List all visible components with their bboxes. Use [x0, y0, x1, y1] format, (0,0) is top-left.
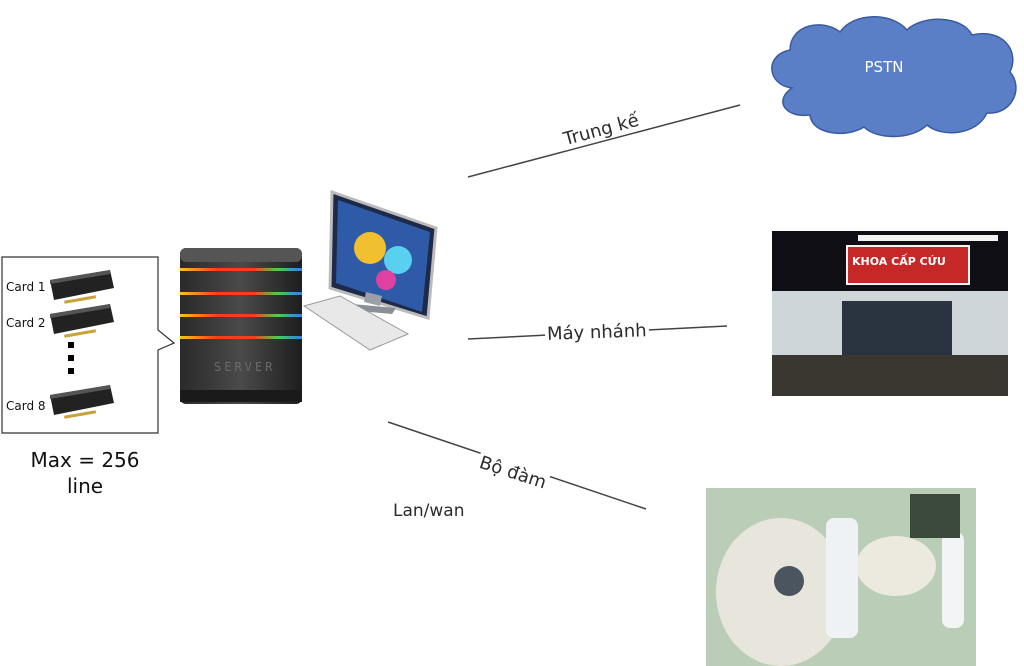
server-label: SERVER — [214, 360, 276, 374]
cloud-icon — [771, 16, 1017, 138]
ground — [772, 355, 1008, 396]
window — [910, 494, 960, 538]
building-entrance — [842, 301, 952, 355]
server-tower: SERVER — [176, 244, 306, 408]
card-1-label: Card 1 — [6, 280, 46, 294]
person-left — [826, 518, 858, 638]
hyperbaric-chamber-photo — [706, 488, 976, 666]
card-8-label: Card 8 — [6, 399, 46, 413]
ellipsis-dots — [68, 342, 74, 374]
chamber-small — [856, 536, 936, 596]
extension-label: Máy nhánh — [544, 320, 649, 345]
card-callout — [1, 256, 175, 434]
pstn-cloud: PSTN — [762, 10, 1024, 140]
trunk-line — [467, 104, 741, 178]
network-label: Lan/wan — [393, 501, 465, 521]
building-sign-text: KHOA CẤP CỨU — [852, 255, 946, 268]
capacity-line-1: Max = 256 — [30, 448, 140, 472]
capacity-line-2: line — [66, 474, 104, 498]
computer-icon — [302, 189, 438, 351]
roof-lights — [858, 235, 998, 241]
capacity-label: Max = 256 line — [20, 447, 150, 499]
emergency-department-photo: KHOA CẤP CỨU — [772, 231, 1008, 396]
card-1-icon — [50, 270, 114, 304]
pstn-label: PSTN — [864, 58, 904, 76]
server-icon — [180, 248, 302, 404]
building-sign — [846, 245, 970, 285]
card-8-icon — [50, 385, 114, 419]
card-2-icon — [50, 304, 114, 338]
person-right — [942, 532, 964, 628]
chamber-porthole — [774, 566, 804, 596]
card-2-label: Card 2 — [6, 316, 46, 330]
